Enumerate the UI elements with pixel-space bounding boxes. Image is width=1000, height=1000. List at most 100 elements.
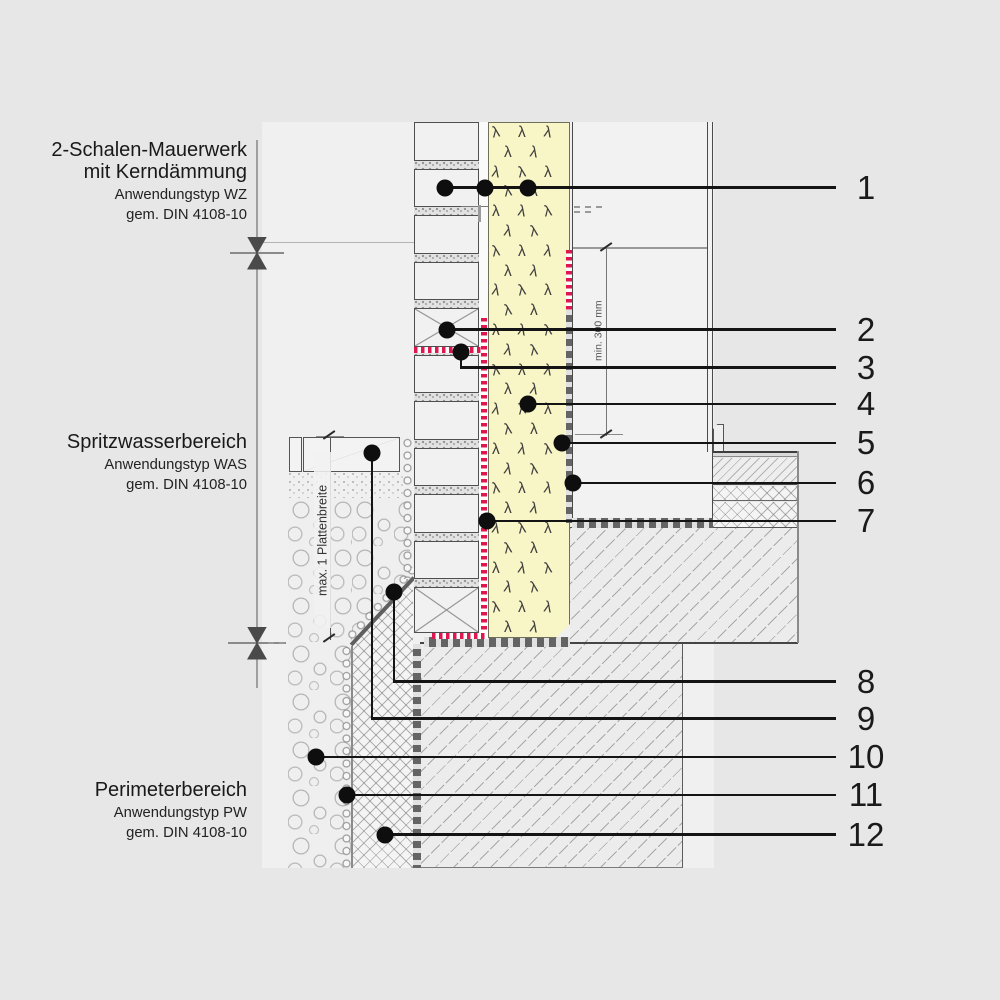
callout-dot [452, 343, 470, 361]
mortar-joint [414, 579, 479, 587]
callout-leader-line [445, 186, 836, 189]
inner-face-sealing-strip [565, 310, 572, 523]
zone-ref-line [262, 241, 430, 243]
callout-leader-line [528, 402, 836, 406]
insulation-lambda-glyph: λ [492, 440, 500, 458]
callout-number-8: 8 [856, 662, 876, 700]
zone-label-was-sub1: Anwendungstyp WAS [104, 457, 247, 473]
callout-leader-line [347, 793, 836, 797]
mortar-joint [414, 300, 479, 308]
mortar-joint [414, 160, 479, 169]
break-marks [574, 206, 606, 208]
horizontal-sealing-ledge [424, 637, 570, 647]
floor-finish-layer [713, 453, 798, 458]
floor-surface-line [713, 451, 798, 454]
callout-number-4: 4 [856, 385, 876, 422]
insulation-lambda-glyph: λ [530, 421, 538, 438]
callout-dot [376, 826, 394, 843]
mortar-joint [414, 253, 479, 262]
callout-leader-line [394, 680, 836, 683]
drainage-membrane-upper [403, 437, 414, 579]
insulation-lambda-glyph: λ [544, 520, 552, 537]
callout-leader-line [573, 481, 836, 485]
callout-number-9: 9 [856, 699, 876, 737]
floor-slab-concrete [570, 527, 798, 643]
mortar-joint [414, 393, 479, 401]
callout-number-2: 2 [856, 310, 876, 348]
mortar-joint [414, 207, 479, 215]
zone-label-wz-line2: mit Kerndämmung [83, 161, 247, 183]
insulation-lambda-glyph: λ [518, 124, 526, 141]
zone-label-was-sub2: gem. DIN 4108-10 [126, 476, 247, 493]
dimension-inner-line [606, 248, 608, 436]
callout-dot [478, 512, 496, 530]
insulation-lambda-glyph: λ [544, 282, 552, 300]
insulation-lambda-glyph: λ [504, 143, 512, 161]
impact-insulation-layer-2 [713, 501, 798, 527]
insulation-lambda-glyph: λ [504, 619, 512, 636]
callout-dot [519, 179, 537, 196]
insulation-lambda-glyph: λ [492, 203, 500, 221]
dimension-inner-ext-bottom [575, 434, 623, 436]
zone-marker-icon-top [247, 236, 267, 270]
callout-number-6: 6 [856, 464, 876, 501]
masonry-block [414, 354, 479, 393]
callout-dot [476, 179, 494, 196]
insulation-lambda-glyph: λ [504, 262, 512, 280]
mortar-joint [414, 486, 479, 494]
inner-leaf-joint-1 [573, 247, 707, 249]
callout-leader-vertical [370, 453, 374, 720]
zone-label-pw-sub2: gem. DIN 4108-10 [126, 824, 247, 841]
slab-bottom-edge [420, 641, 798, 644]
insulation-lambda-glyph: λ [492, 559, 500, 577]
sealing-membrane-red-vertical [480, 318, 487, 638]
masonry-block [414, 122, 479, 161]
callout-leader-line [372, 717, 836, 720]
callout-number-12: 12 [847, 815, 885, 853]
insulation-lambda-glyph: λ [544, 163, 552, 181]
insulation-lambda-glyph: λ [544, 401, 552, 419]
callout-leader-line [385, 833, 836, 836]
mortar-joint [414, 532, 479, 541]
callout-dot [363, 444, 381, 462]
masonry-block [414, 494, 479, 533]
insulation-lambda-glyph: λ [530, 539, 538, 557]
zone-label-pw-line1: Perimeterbereich [94, 779, 247, 801]
callout-number-7: 7 [856, 502, 876, 539]
callout-dot [338, 786, 356, 804]
callout-number-5: 5 [856, 424, 876, 461]
masonry-block [414, 447, 479, 486]
zone-label-pw-sub1: Anwendungstyp PW [113, 805, 247, 821]
masonry-block-cross [414, 587, 479, 633]
callout-number-3: 3 [856, 348, 876, 386]
zone-marker-icon-bottom [247, 626, 267, 660]
callout-dot [436, 179, 454, 196]
zone-label-pw: Perimeterbereich Anwendungstyp PW gem. D… [20, 779, 247, 843]
masonry-block [414, 261, 479, 300]
callout-leader-line [447, 328, 836, 331]
sealing-membrane-red-inner-top [565, 250, 572, 310]
zone-label-wz-sub2: gem. DIN 4108-10 [126, 206, 247, 223]
gravel-fill [288, 498, 352, 868]
callout-dot [307, 748, 325, 766]
zone-label-wz-sub1: Anwendungstyp WZ [114, 187, 247, 203]
callout-dot [553, 434, 571, 452]
sealing-membrane-red-horizontal [414, 347, 484, 353]
callout-number-1: 1 [856, 168, 876, 206]
dimension-left-ext-top [316, 435, 344, 437]
masonry-block [414, 215, 479, 254]
zone-label-wz-line1: 2-Schalen-Mauerwerk [51, 139, 247, 161]
inner-leaf-face-line [706, 122, 708, 452]
insulation-lambda-glyph: λ [518, 480, 526, 498]
callout-leader-line [487, 519, 836, 523]
mortar-joint [414, 439, 479, 448]
zone-boundary-line [256, 140, 258, 688]
insulation-lambda-glyph: λ [504, 500, 512, 518]
insulation-lambda-glyph: λ [504, 381, 512, 399]
insulation-lambda-glyph: λ [530, 302, 538, 320]
impact-insulation-layer-1 [713, 486, 798, 501]
masonry-block [414, 401, 479, 440]
masonry-block [414, 540, 479, 579]
